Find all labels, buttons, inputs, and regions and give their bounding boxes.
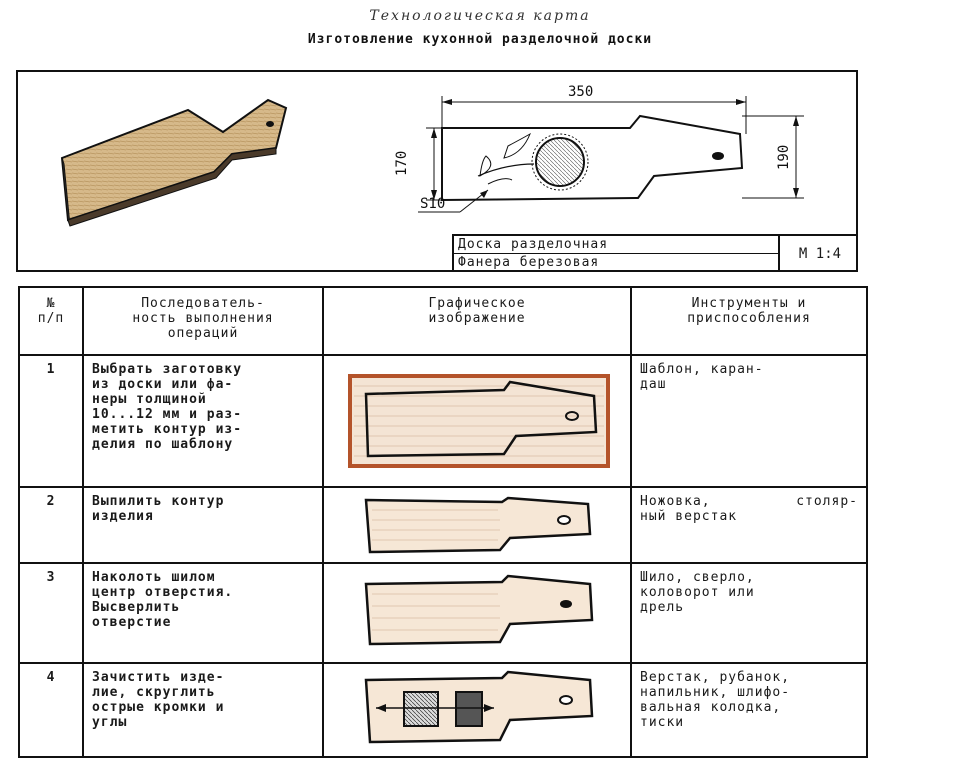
row-number: 2 [18,486,84,564]
board-plan-drawing [441,114,744,202]
header-num: № п/п [18,286,84,356]
operation-cell: Выпилить контур изделия [82,486,324,564]
operation-cell: Зачистить изде- лие, скруглить острые кр… [82,662,324,758]
sawn-board-illustration [364,496,592,554]
dim-length-label: 350 [568,84,593,100]
header-sequence: Последователь- ность выполнения операций [82,286,324,356]
graphic-cell [322,354,632,488]
dim-handle-label: 190 [776,145,792,170]
tools-cell: Шаблон, каран- даш [630,354,868,488]
row-number: 4 [18,662,84,758]
document-title: Технологическая карта [369,8,591,24]
title-block-scale: М 1:4 [798,246,842,262]
title-block-name: Доска разделочная [454,236,780,254]
blank-marking-illustration [348,374,610,468]
table-header-row: № п/п Последователь- ность выполнения оп… [18,286,868,356]
document-subtitle: Изготовление кухонной разделочной доски [307,32,653,47]
sanded-board-illustration [364,670,594,744]
operation-cell: Выбрать заготовку из доски или фа- неры … [82,354,324,488]
dim-width-label: 170 [394,151,410,176]
isometric-board-illustration [60,98,288,227]
graphic-cell [322,562,632,664]
header-tools: Инструменты и приспособления [630,286,868,356]
operation-cell: Наколоть шилом центр отверстия. Высверли… [82,562,324,664]
tools-cell: Ножовка, столяр- ный верстак [630,486,868,564]
table-row: 3 Наколоть шилом центр отверстия. Высвер… [18,562,868,664]
title-block-material: Фанера березовая [454,254,780,272]
table-row: 4 Зачистить изде- лие, скруглить острые … [18,662,868,758]
drilled-board-illustration [364,574,594,646]
operations-table: № п/п Последователь- ность выполнения оп… [18,286,868,758]
row-number: 1 [18,354,84,488]
technical-drawing: 350 170 190 S10 [16,70,858,272]
tools-cell: Шило, сверло, коловорот или дрель [630,562,868,664]
tools-cell: Верстак, рубанок, напильник, шлифо- валь… [630,662,868,758]
graphic-cell [322,486,632,564]
table-row: 2 Выпилить контур изделия Ножовка, [18,486,868,564]
header-graphic: Графическое изображение [322,286,632,356]
graphic-cell [322,662,632,758]
row-number: 3 [18,562,84,664]
dim-thickness-label: S10 [420,196,445,212]
table-row: 1 Выбрать заготовку из доски или фа- нер… [18,354,868,488]
title-block: Доска разделочная Фанера березовая М 1:4 [452,234,858,272]
